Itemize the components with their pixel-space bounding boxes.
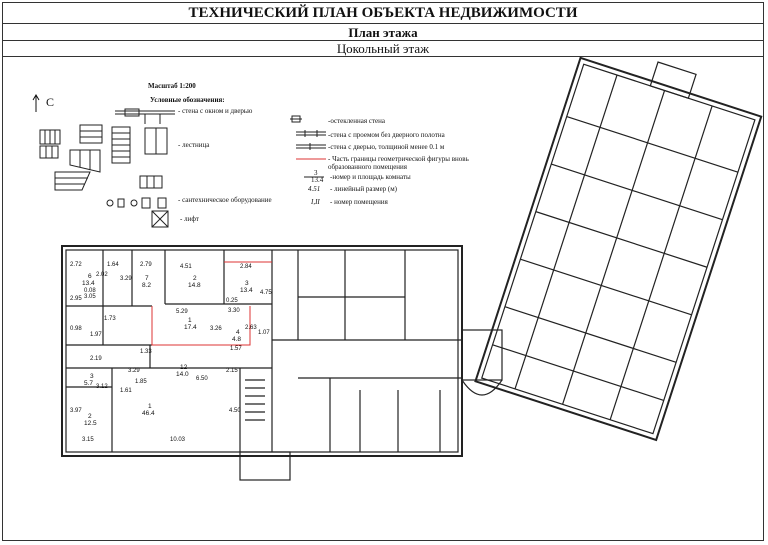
room-label: 1	[188, 317, 192, 324]
right-wing	[474, 56, 763, 442]
legend-thin-wall: -стена с дверью, толщиной менее 0.1 м	[328, 143, 445, 151]
dim-label: 0.25	[226, 298, 238, 304]
room-label: 2	[193, 275, 197, 282]
room-label: 14.0	[176, 371, 189, 378]
dim-label: 10.03	[170, 437, 186, 443]
dim-label: 1.61	[120, 388, 132, 394]
dim-label: 6.50	[196, 376, 208, 382]
dim-label: 3.29	[120, 276, 132, 282]
legend-room-num-area: -номер и площадь комнаты	[330, 173, 411, 181]
dim-label: 4.50	[229, 408, 241, 414]
north-arrow-icon	[32, 94, 40, 112]
dimension-labels: 2.72 1.64 2.79 4.51 2.84 4.75 2.95 2.02 …	[70, 262, 272, 443]
room-label: 13.4	[240, 287, 253, 294]
room-label: 5.7	[84, 380, 93, 387]
legend-sample-premise: I,II	[311, 198, 320, 206]
dim-label: 1.85	[135, 379, 147, 385]
room-label: 14.8	[188, 282, 201, 289]
dim-label: 3.12	[96, 384, 108, 390]
dim-label: 5.29	[176, 309, 188, 315]
dim-label: 2.72	[70, 262, 82, 268]
legend-boundary: - Часть границы геометрической фигуры вн…	[328, 155, 469, 171]
dim-label: 2.02	[96, 272, 108, 278]
connector-block	[461, 329, 503, 396]
room-label: 1	[148, 403, 152, 410]
plan-subtitle: План этажа	[2, 24, 764, 41]
dim-label: 3.26	[210, 326, 222, 332]
room-labels: 6 13.4 7 8.2 2 14.8 3 13.4 1 17.4 4 4.8 …	[82, 273, 253, 427]
floor-name: Цокольный этаж	[2, 41, 764, 57]
dim-label: 3.15	[82, 437, 94, 443]
left-wing	[61, 245, 463, 481]
dim-label: 1.07	[258, 330, 270, 336]
legend-wall-window-door: - стена с окном и дверью	[178, 107, 253, 115]
dim-label: 2.95	[70, 296, 82, 302]
dim-label: 1.64	[107, 262, 119, 268]
legend-stairs: - лестница	[178, 141, 210, 149]
room-label: 4.8	[232, 336, 241, 343]
room-label: 13.4	[82, 280, 95, 287]
legend-premise-num: - номер помещения	[330, 198, 388, 206]
dim-label: 2.79	[140, 262, 152, 268]
room-label: 12	[180, 364, 188, 371]
dim-label: 1.97	[90, 332, 102, 338]
room-label: 17.4	[184, 324, 197, 331]
compass-label: С	[46, 95, 55, 109]
legend-glazed-wall: -остекленная стена	[328, 117, 385, 125]
room-label: 3	[90, 373, 94, 380]
dim-label: 1.57	[230, 346, 242, 352]
legend-sample-room-num: 3	[314, 169, 318, 177]
room-label: 6	[88, 273, 92, 280]
legend-scale: Масштаб 1:200	[148, 82, 196, 90]
legend-sample-room-area: 13.4	[311, 176, 324, 184]
room-label: 3	[245, 280, 249, 287]
legend-heading: Условные обозначения:	[150, 96, 225, 104]
legend-linear-size: - линейный размер (м)	[330, 185, 398, 193]
new-premise-boundary	[151, 306, 251, 346]
dim-label: 2.84	[240, 264, 252, 270]
room-label: 46.4	[142, 410, 155, 417]
room-label: 2	[88, 413, 92, 420]
dim-label: 2.63	[245, 325, 257, 331]
dim-label: 3.05	[84, 294, 96, 300]
room-label: 7	[145, 275, 149, 282]
dim-label: 0.98	[70, 326, 82, 332]
dim-label: 3.97	[70, 408, 82, 414]
page-title: ТЕХНИЧЕСКИЙ ПЛАН ОБЪЕКТА НЕДВИЖИМОСТИ	[2, 2, 764, 24]
dim-label: 1.73	[104, 316, 116, 322]
dim-label: 4.51	[180, 264, 192, 270]
legend-symbols	[39, 108, 326, 228]
dim-label: 1.33	[140, 349, 152, 355]
compass: С	[30, 92, 60, 119]
dim-label: 4.75	[260, 290, 272, 296]
room-label: 12.5	[84, 420, 97, 427]
room-label: 8.2	[142, 282, 151, 289]
dim-label: 0.08	[84, 288, 96, 294]
legend-wall-opening: -стена с проемом без дверного полотна	[328, 131, 445, 139]
dim-label: 3.29	[128, 368, 140, 374]
legend-sample-linear: 4.51	[308, 185, 321, 193]
legend-lift: - лифт	[180, 215, 199, 223]
room-label: 4	[236, 329, 240, 336]
dim-label: 2.19	[90, 356, 102, 362]
legend-sanitary: - сантехническое оборудование	[178, 196, 272, 204]
dim-label: 2.15	[226, 368, 238, 374]
dim-label: 3.30	[228, 308, 240, 314]
